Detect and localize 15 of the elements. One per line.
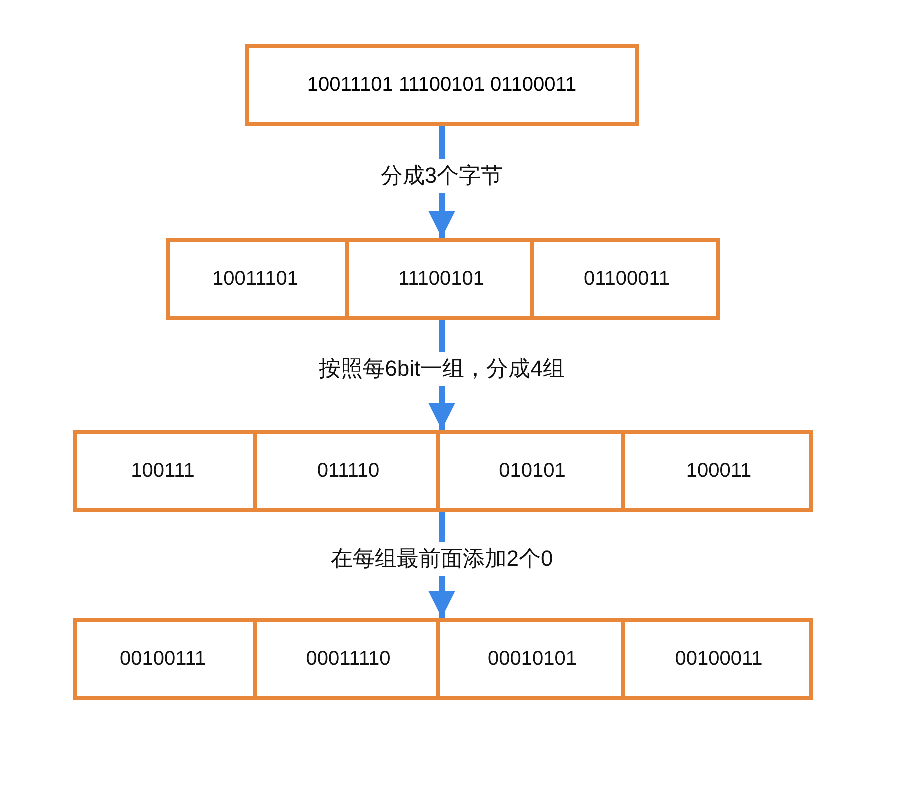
bit-cell: 011110 [261,434,440,508]
bit-cell: 00011110 [261,622,440,696]
bit-cell: 11100101 [353,242,534,316]
bit-cell: 100011 [629,434,809,508]
row-frame [166,238,720,320]
bit-cell: 01100011 [538,242,716,316]
bit-cell: 010101 [444,434,625,508]
row-frame [73,430,813,512]
bit-string-box: 10011101 11100101 01100011 [245,44,639,126]
bit-cell: 00100111 [73,622,257,696]
bit-cell: 00010101 [444,622,625,696]
bit-cell: 00100011 [629,622,809,696]
bit-cell: 10011101 [166,242,349,316]
row-frame [73,618,813,700]
bit-cell: 100111 [73,434,257,508]
